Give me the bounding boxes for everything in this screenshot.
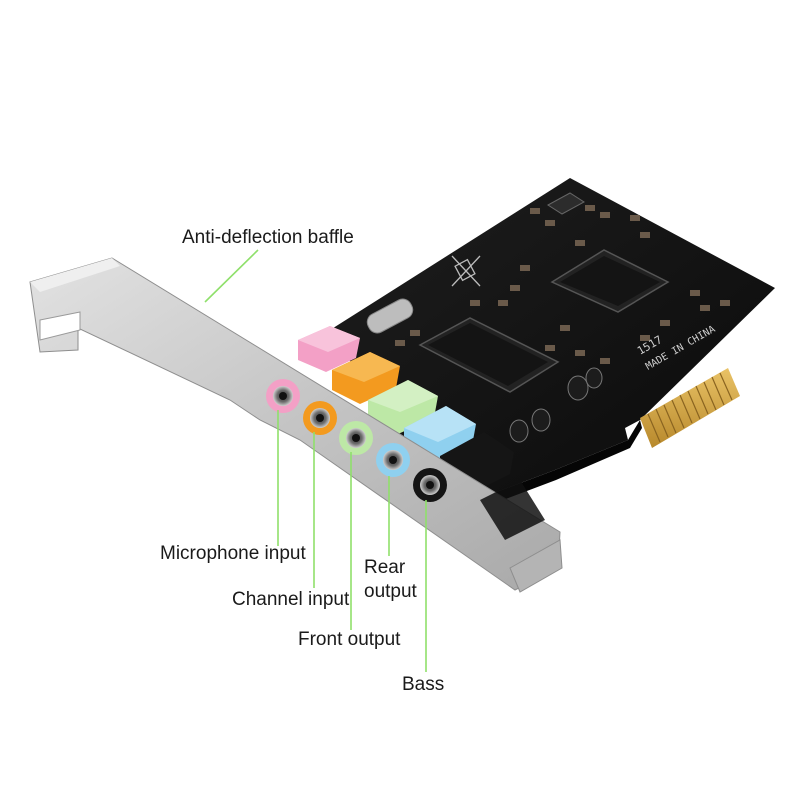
rear-output-jack: [376, 443, 410, 477]
capacitors: [509, 367, 603, 443]
label-front-output: Front output: [298, 629, 401, 650]
anti-deflection-baffle: [29, 257, 563, 593]
jack-housings: [298, 326, 514, 492]
label-bass: Bass: [402, 674, 445, 695]
audio-jacks: [266, 379, 447, 502]
gold-contacts: [640, 368, 740, 448]
leader-lines: [204, 249, 427, 672]
baffle-leader-line: [204, 249, 259, 303]
voltage-regulator: [547, 192, 585, 215]
weee-symbol: [451, 255, 481, 287]
label-anti-deflection-baffle: Anti-deflection baffle: [182, 227, 354, 248]
bridge-chip: [550, 249, 670, 313]
microphone-jack: [266, 379, 300, 413]
label-rear-output-line1: Rear: [364, 557, 406, 578]
label-channel-input: Channel input: [232, 589, 350, 610]
channel-input-jack: [303, 401, 337, 435]
label-rear-output-line2: output: [364, 581, 417, 602]
bass-jack: [413, 468, 447, 502]
crystal-oscillator: [366, 298, 414, 334]
front-output-jack: [339, 421, 373, 455]
main-audio-chip: [418, 317, 560, 393]
smd-components: [395, 205, 730, 364]
label-microphone-input: Microphone input: [160, 543, 306, 564]
